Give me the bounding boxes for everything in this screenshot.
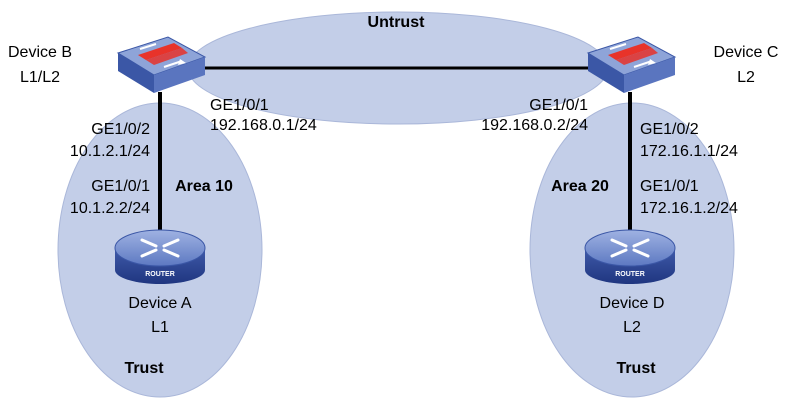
device-b-name: Device B — [8, 44, 72, 61]
device-c-name: Device C — [714, 44, 779, 61]
label-area-10: Area 10 — [175, 178, 233, 195]
iface-b-top-ip: 192.168.0.1/24 — [210, 117, 317, 134]
device-c-level: L2 — [737, 69, 755, 86]
iface-b-down-port: GE1/0/2 — [91, 121, 150, 138]
iface-c-top-port: GE1/0/1 — [529, 97, 588, 114]
device-d-router-icon[interactable]: ROUTER — [584, 229, 676, 284]
iface-b-top-port: GE1/0/1 — [210, 97, 269, 114]
device-a-name: Device A — [128, 295, 191, 312]
device-d-level: L2 — [623, 319, 641, 336]
label-area-20: Area 20 — [551, 178, 609, 195]
device-d-name: Device D — [600, 295, 665, 312]
iface-c-top-ip: 192.168.0.2/24 — [481, 117, 588, 134]
iface-a-up-port: GE1/0/1 — [91, 178, 150, 195]
device-c-icon[interactable] — [586, 36, 677, 93]
iface-d-up-ip: 172.16.1.2/24 — [640, 200, 738, 217]
label-trust-right: Trust — [616, 360, 656, 377]
label-untrust: Untrust — [368, 14, 426, 31]
device-a-badge: ROUTER — [145, 271, 175, 278]
device-a-level: L1 — [151, 319, 169, 336]
iface-a-up-ip: 10.1.2.2/24 — [70, 200, 150, 217]
device-a-router-icon[interactable]: ROUTER — [114, 229, 206, 284]
iface-d-up-port: GE1/0/1 — [640, 178, 699, 195]
device-d-badge: ROUTER — [615, 271, 645, 278]
device-b-icon[interactable] — [116, 36, 207, 93]
label-trust-left: Trust — [124, 360, 164, 377]
iface-b-down-ip: 10.1.2.1/24 — [70, 143, 150, 160]
iface-c-down-ip: 172.16.1.1/24 — [640, 143, 738, 160]
device-b-level: L1/L2 — [20, 69, 60, 86]
iface-c-down-port: GE1/0/2 — [640, 121, 699, 138]
